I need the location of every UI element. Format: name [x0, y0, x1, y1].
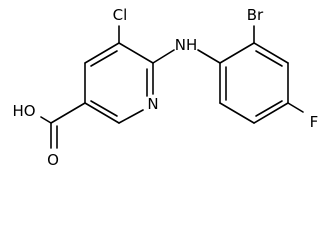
bond-p4-f [287, 102, 304, 113]
bond-p5-p6 [219, 102, 255, 124]
bond-nh-phenyl [197, 49, 221, 64]
bromine-label: Br [247, 6, 264, 24]
phenyl-ring [219, 42, 289, 124]
bond-c2-c3 [84, 102, 120, 124]
bond-c2-c3-double [90, 100, 118, 117]
hydroxyl-label: HO [12, 102, 35, 120]
bond-p4-p5-double [255, 100, 283, 117]
carbonyl-oxygen-label: O [47, 151, 59, 169]
bond-c6-nh [152, 49, 175, 64]
pyridine-ring [84, 42, 154, 124]
bond-p2-p3-double [255, 50, 283, 67]
amine-label: NH [175, 36, 198, 54]
bond-p2-p3 [253, 42, 289, 64]
bond-c4-c5 [84, 42, 120, 64]
bond-c-oh [40, 116, 52, 124]
bond-p4-p5 [253, 102, 289, 124]
chemical-structure: Cl Br NH N HO O F [12, 6, 319, 169]
bond-p1-p2 [219, 42, 255, 64]
bond-c5-c6 [118, 42, 154, 64]
bond-n1-c2 [118, 109, 144, 124]
bond-c3-cooh [50, 102, 86, 124]
carboxylic-acid-group [40, 102, 86, 149]
ring-nitrogen-label: N [147, 95, 158, 113]
chlorine-label: Cl [113, 6, 128, 24]
fluorine-label: F [310, 113, 319, 131]
bond-c4-c5-double [90, 50, 118, 67]
